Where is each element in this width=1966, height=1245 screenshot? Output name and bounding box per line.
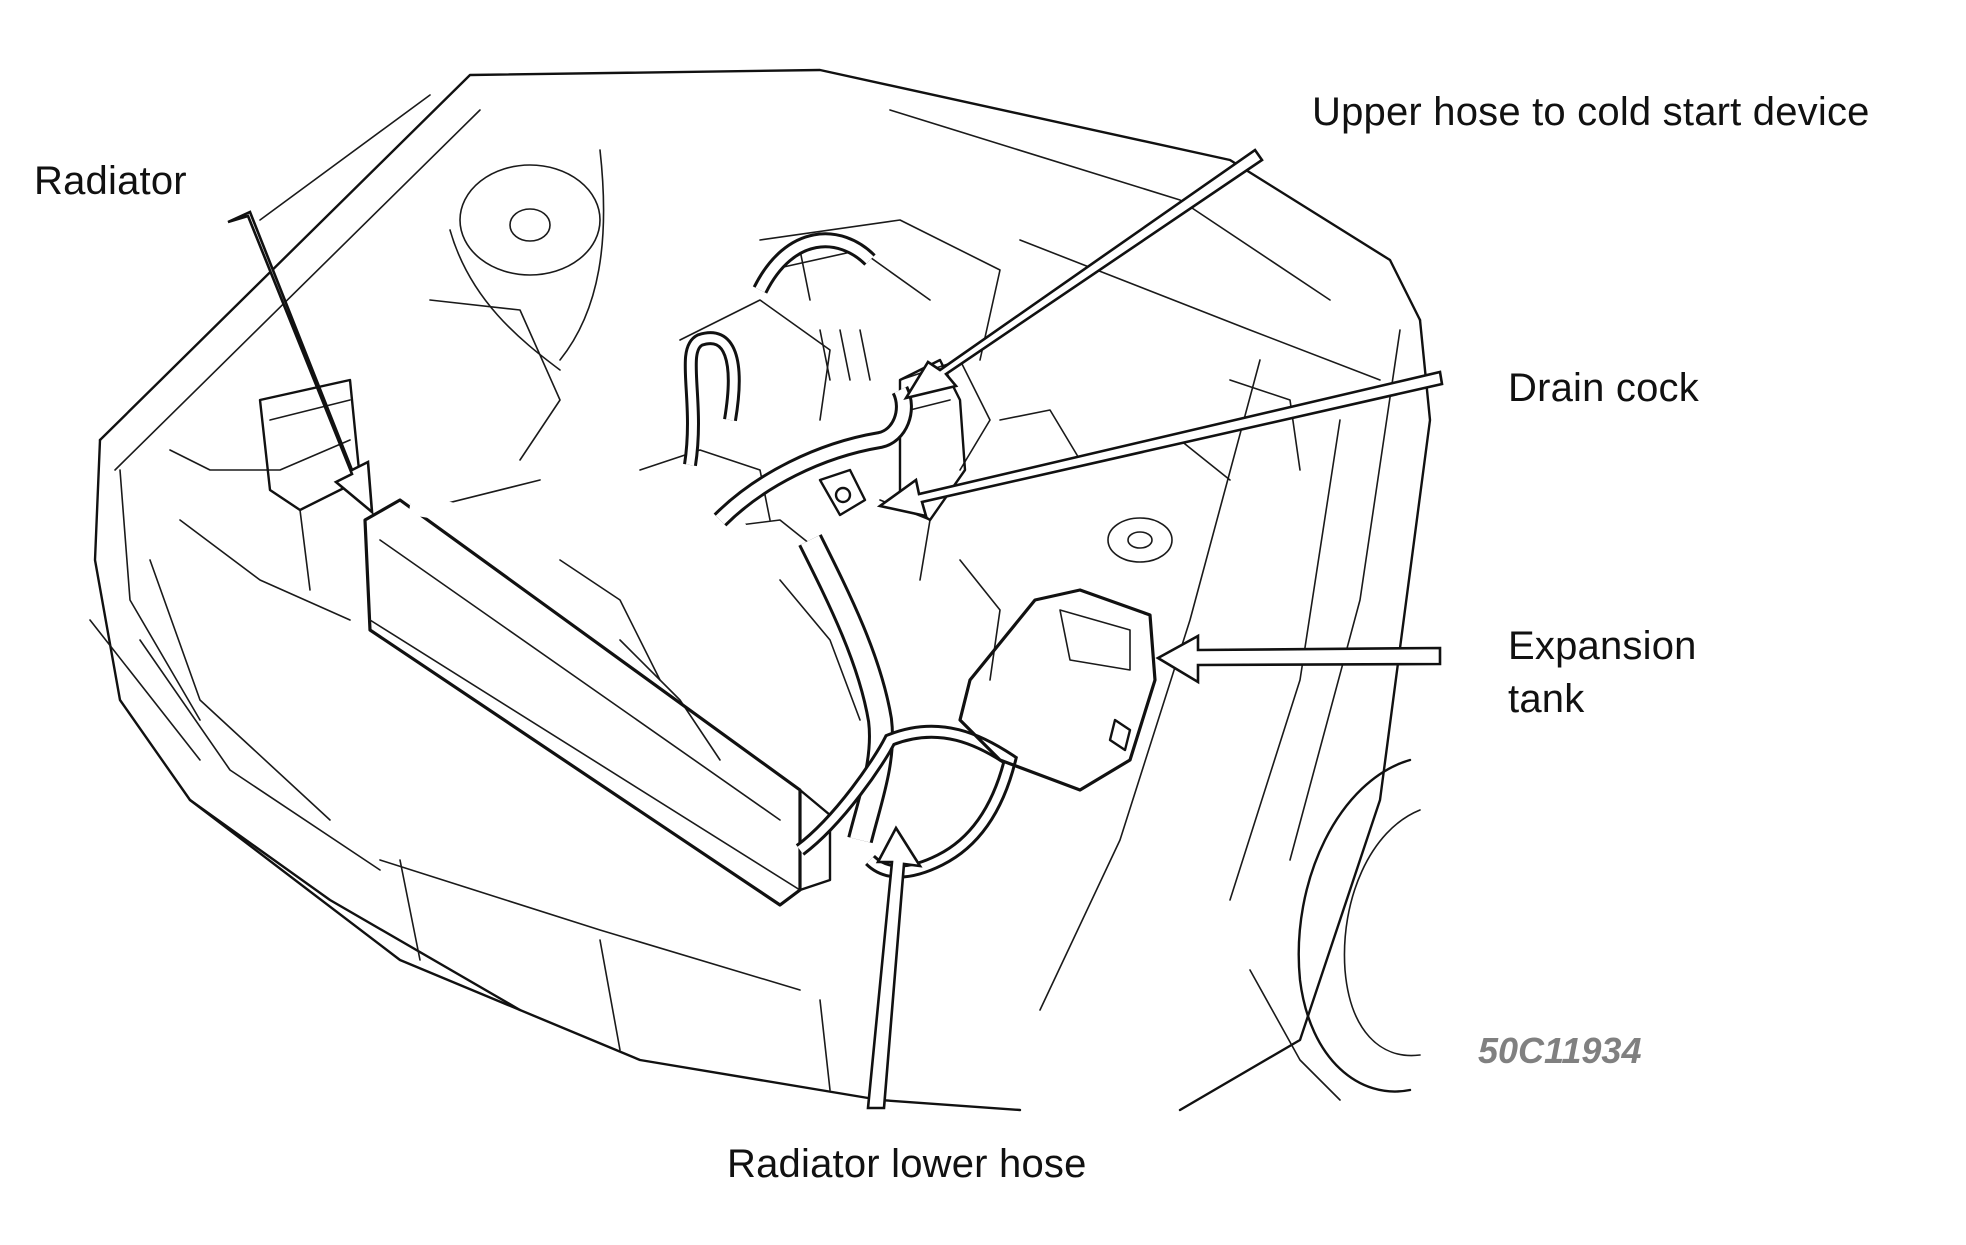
- car-body-outline: [89, 68, 1432, 1112]
- arrow-lower-hose: [866, 825, 923, 1110]
- engine-parts: [258, 149, 1301, 761]
- radiator-shape: [363, 479, 832, 907]
- label-radiator: Radiator: [34, 159, 187, 203]
- label-expansion-tank: Expansion tank: [1508, 620, 1697, 726]
- arrow-drain-cock: [876, 370, 1444, 518]
- expansion-tank-shape: [958, 588, 1157, 792]
- arrow-upper-hose: [903, 148, 1264, 400]
- label-expansion-tank-line1: Expansion: [1508, 624, 1697, 668]
- label-drain-cock: Drain cock: [1508, 366, 1699, 410]
- label-radiator-lower-hose: Radiator lower hose: [727, 1142, 1087, 1186]
- label-upper-hose: Upper hose to cold start device: [1312, 90, 1870, 134]
- leader-arrows: [227, 148, 1444, 1110]
- arrow-radiator: [227, 210, 374, 515]
- arrow-expansion-tank: [1155, 633, 1442, 685]
- figure-code: 50C11934: [1478, 1030, 1642, 1071]
- label-expansion-tank-line2: tank: [1508, 676, 1585, 721]
- coolant-hoses: [408, 232, 1018, 879]
